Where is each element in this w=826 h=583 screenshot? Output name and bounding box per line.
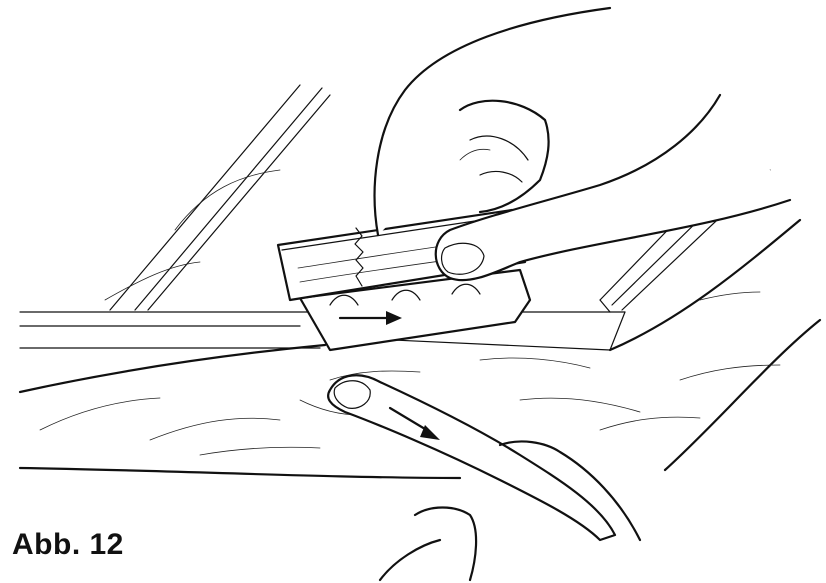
figure-caption: Abb. 12 [12,528,124,562]
